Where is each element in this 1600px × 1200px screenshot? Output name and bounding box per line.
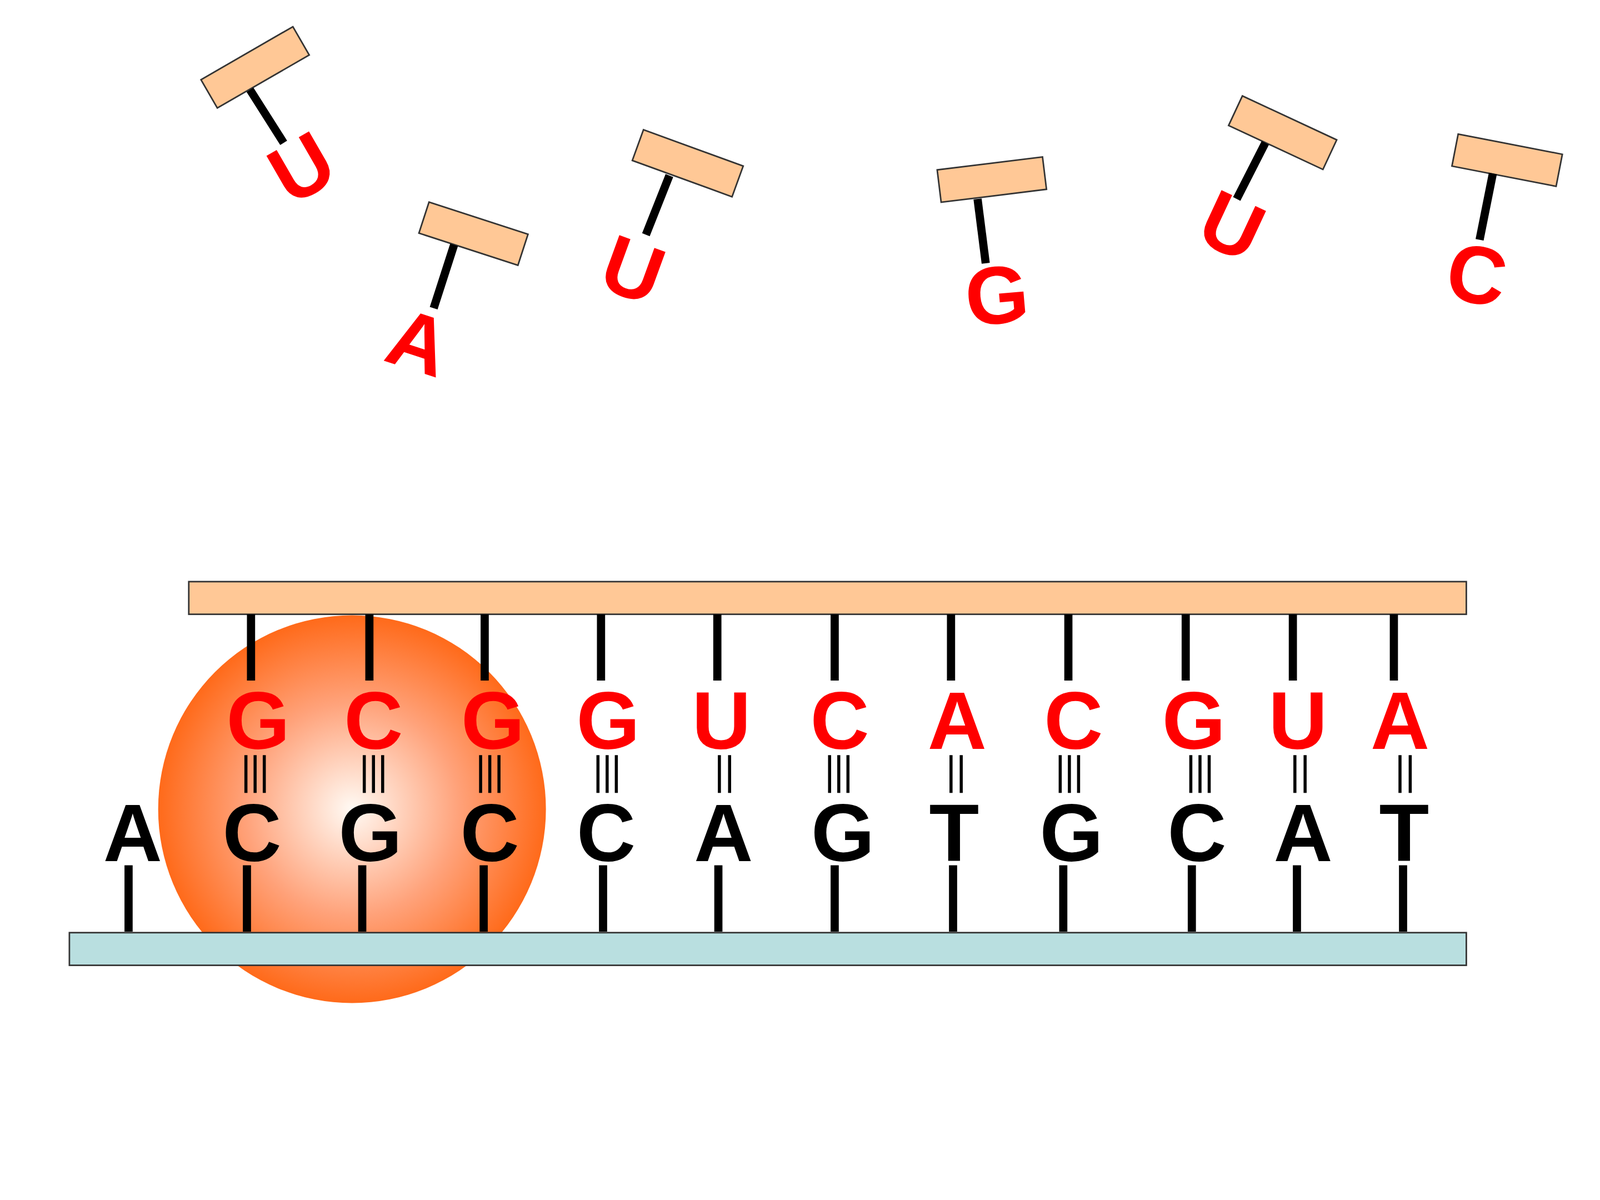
sugar-block [632,130,744,198]
dna-base-sticks [128,865,1403,932]
rna-base-letter: G [576,680,640,763]
rna-base-letter: A [1370,680,1430,763]
rna-base-letter: U [1268,680,1328,763]
sugar-block [1228,96,1337,170]
sugar-block [937,156,1047,203]
dna-base-letter: C [460,792,520,875]
dna-base-letter: C [1167,792,1227,875]
rna-backbone [188,581,1467,615]
dna-base-letter: A [1273,792,1333,875]
free-nucleotide-base: U [1187,177,1276,277]
dna-base-letter: G [1039,792,1103,875]
dna-base-letter: T [928,792,979,875]
sugar-block [418,202,528,266]
free-nucleotide-sugar [632,130,744,198]
rna-base-letter: C [1043,680,1103,763]
dna-base-letter: G [338,792,403,875]
free-nucleotide-sugar [937,156,1047,203]
free-nucleotide-base: A [377,295,459,392]
free-nucleotide-stick [977,198,987,264]
dna-base-letter: C [222,792,282,875]
rna-base-letter: G [226,680,290,763]
dna-base-letter: G [811,792,875,875]
rna-base-letter: G [461,680,525,763]
rna-base-sticks [251,614,1394,681]
sugar-block [1451,133,1563,187]
dna-base-letter: C [576,792,636,875]
dna-base-letter: A [103,792,163,875]
dna-base-letter: T [1378,792,1429,875]
free-nucleotide-base: U [591,222,675,319]
free-nucleotide-base: U [256,118,348,219]
free-nucleotide-stick [646,175,670,235]
free-nucleotide-sugar [1451,133,1563,187]
rna-base-letter: G [1162,680,1226,763]
rna-base-letter: U [692,680,752,763]
free-nucleotide-stick [433,245,455,309]
free-nucleotide-base: C [1440,230,1513,321]
free-nucleotide-stick [1479,173,1493,240]
free-nucleotide-sugar [1228,96,1337,170]
rna-base-letter: C [810,680,870,763]
dna-backbone [69,932,1467,966]
free-nucleotide-base: G [961,252,1033,339]
rna-base-letter: A [927,680,987,763]
free-nucleotide-sugar [418,202,528,266]
rna-base-letter: C [343,680,403,763]
dna-base-letter: A [693,792,753,875]
